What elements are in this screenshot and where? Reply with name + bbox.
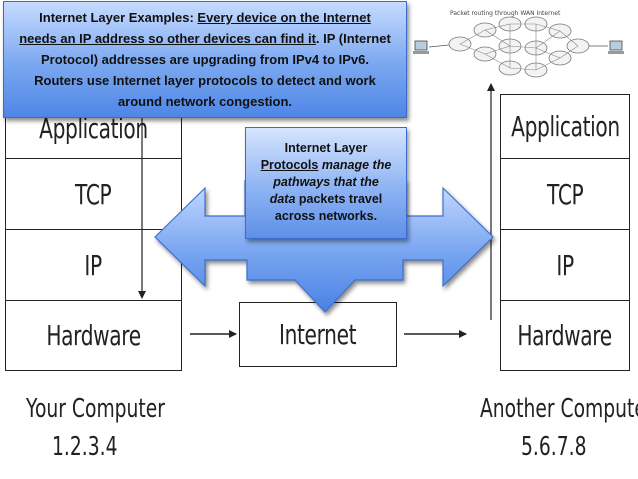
- top-callout-line2: needs an IP address so other devices can…: [19, 31, 391, 46]
- center-callout-line3: pathways that the: [273, 175, 379, 189]
- network-image-caption: Packet routing through WAN Internet: [450, 10, 561, 17]
- top-callout-line5: around network congestion.: [117, 94, 293, 109]
- right-layer-application: Application: [500, 94, 630, 159]
- center-callout-manage: manage the: [318, 158, 392, 172]
- top-callout-underlined-1: Every device on the Internet: [197, 10, 371, 25]
- top-callout-line4: Routers use Internet layer protocols to …: [34, 73, 376, 88]
- center-callout-line5: across networks.: [274, 209, 378, 223]
- right-computer-address: 5.6.7.8: [521, 432, 587, 462]
- top-callout-line1: Internet Layer Examples: Every device on…: [39, 10, 371, 25]
- center-callout-line2: Protocols manage the: [246, 157, 406, 174]
- computer-icon-right: [589, 40, 624, 54]
- network-cloud-image: Packet routing through WAN Internet: [413, 10, 624, 78]
- top-callout: Internet Layer Examples: Every device on…: [3, 1, 407, 118]
- center-callout-line4: data packets travel: [246, 191, 406, 208]
- right-computer-name: Another Computer: [480, 394, 638, 424]
- internet-box: Internet: [239, 302, 397, 367]
- right-layer-tcp: TCP: [500, 158, 630, 230]
- top-callout-line3: Protocol) addresses are upgrading from I…: [41, 52, 369, 67]
- top-callout-underlined-2: needs an IP address so other devices can…: [19, 31, 316, 46]
- left-computer-address: 1.2.3.4: [52, 432, 118, 462]
- computer-icon-left: [413, 40, 450, 54]
- left-layer-ip: IP: [5, 229, 182, 301]
- left-computer-name: Your Computer: [26, 394, 165, 424]
- right-layer-hardware: Hardware: [500, 300, 630, 371]
- center-callout: Internet Layer Protocols manage the path…: [245, 127, 407, 239]
- left-layer-tcp: TCP: [5, 158, 182, 230]
- right-layer-ip: IP: [500, 229, 630, 301]
- center-callout-line1: Internet Layer: [284, 141, 368, 155]
- center-callout-protocols: Protocols: [260, 158, 319, 172]
- left-layer-hardware: Hardware: [5, 300, 182, 371]
- center-callout-packets: packets travel: [295, 192, 383, 206]
- center-callout-data: data: [269, 192, 296, 206]
